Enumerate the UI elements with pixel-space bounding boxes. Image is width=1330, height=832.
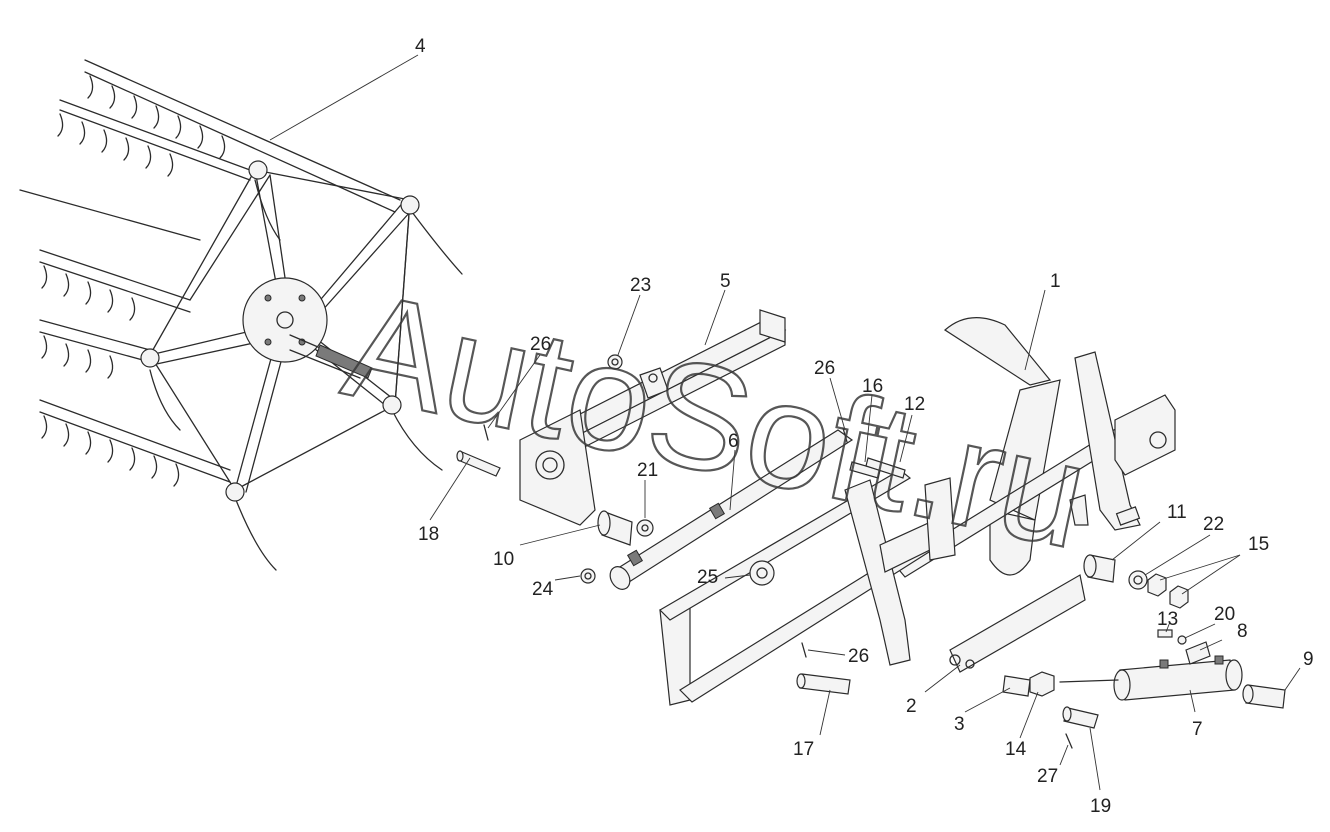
washer-24-hole — [584, 572, 592, 580]
reel-shaft-spline — [315, 344, 373, 379]
callout-6: 6 — [728, 431, 739, 452]
plate-8 — [1185, 641, 1211, 665]
callout-labels: 1 2 3 4 5 6 7 8 9 10 11 12 13 14 15 16 1… — [415, 36, 1314, 817]
callout-11: 11 — [1167, 502, 1187, 523]
callout-24: 24 — [532, 579, 554, 600]
reel-arm-beam — [519, 309, 787, 526]
arm-pivot — [225, 482, 245, 502]
leader-lines — [269, 54, 1301, 791]
callout-17: 17 — [793, 739, 814, 760]
callout-20: 20 — [1214, 604, 1235, 625]
arm-pivot — [382, 395, 402, 415]
callout-25: 25 — [697, 567, 718, 588]
reel-hub-disc — [242, 277, 328, 363]
reel-hub-center — [276, 311, 294, 329]
callout-3: 3 — [954, 714, 965, 735]
callout-12: 12 — [904, 394, 925, 415]
callout-18: 18 — [418, 524, 439, 545]
cotter-pin-26c — [801, 642, 807, 658]
bushing-3 — [1002, 675, 1031, 697]
lower-frame — [659, 469, 1086, 706]
callout-7: 7 — [1192, 719, 1203, 740]
callout-15: 15 — [1248, 534, 1269, 555]
callout-8: 8 — [1237, 621, 1248, 642]
main-frame — [894, 316, 1176, 578]
callout-2: 2 — [906, 696, 917, 717]
bolt-13 — [1157, 629, 1173, 638]
callout-16: 16 — [862, 376, 883, 397]
arm-pivot — [140, 348, 160, 368]
arm-pivot — [400, 195, 420, 215]
washer-25-hole — [756, 567, 768, 579]
callout-1: 1 — [1050, 271, 1061, 292]
watermark-text: AutoSoft.ru — [332, 260, 1101, 580]
callout-23: 23 — [630, 275, 651, 296]
cylinder-tube — [609, 429, 854, 590]
callout-22: 22 — [1203, 514, 1224, 535]
cotter-pin-27 — [1065, 733, 1073, 749]
pin-19 — [1062, 706, 1099, 729]
washer-22-hole — [1133, 575, 1143, 585]
hub-bolt — [298, 294, 306, 302]
hydraulic-cylinder — [1059, 655, 1243, 701]
callout-19: 19 — [1090, 796, 1111, 817]
callout-21: 21 — [637, 460, 658, 481]
cotter-pin-26a — [483, 424, 489, 441]
washer-23-hole — [611, 358, 619, 366]
callout-14: 14 — [1005, 739, 1027, 760]
arm-pivot — [248, 160, 268, 180]
washer-22 — [1128, 570, 1148, 590]
nut-14 — [1029, 671, 1055, 697]
cotter-pin-26b — [842, 427, 848, 443]
callout-10: 10 — [493, 549, 514, 570]
pin-12 — [865, 457, 906, 479]
callout-26a: 26 — [530, 334, 551, 355]
hub-bolt — [264, 338, 272, 346]
callout-13: 13 — [1157, 609, 1178, 630]
washer-20 — [1177, 635, 1187, 645]
reel-spider-arms — [149, 169, 463, 571]
bushing-11 — [1083, 554, 1116, 583]
callout-26c: 26 — [848, 646, 869, 667]
washer-21-hole — [641, 524, 649, 532]
callout-26b: 26 — [814, 358, 835, 379]
reel-bat-bars — [19, 59, 401, 487]
pin-9 — [1242, 684, 1286, 709]
nut-15a — [1147, 573, 1167, 597]
callout-4: 4 — [415, 36, 426, 57]
reel-assembly — [19, 59, 463, 571]
washer-24 — [580, 568, 596, 584]
washer-25 — [749, 560, 775, 586]
bushing-10 — [597, 510, 633, 546]
washer-21 — [636, 519, 654, 537]
hub-bolt — [264, 294, 272, 302]
callout-27: 27 — [1037, 766, 1058, 787]
callout-5: 5 — [720, 271, 731, 292]
washer-23 — [607, 354, 623, 370]
callout-9: 9 — [1303, 649, 1314, 670]
pin-18 — [456, 450, 501, 477]
nut-15b — [1169, 585, 1189, 609]
pin-17 — [796, 673, 851, 695]
